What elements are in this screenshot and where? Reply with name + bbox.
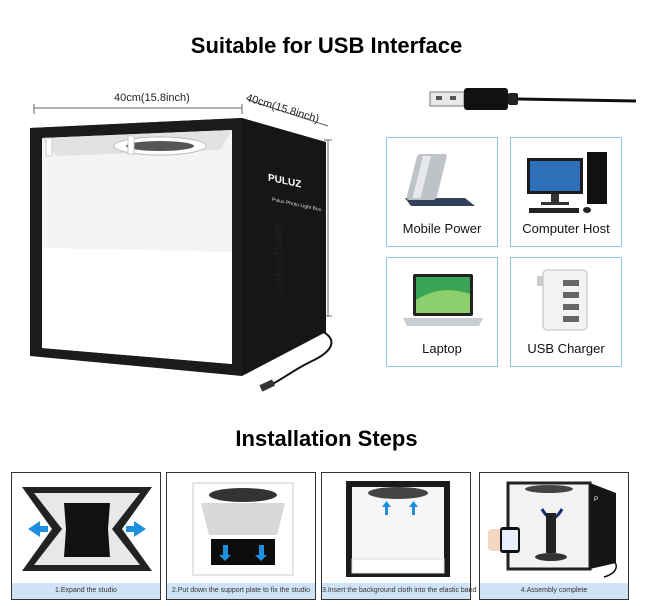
background-cloth-image <box>346 481 450 577</box>
power-bank-icon <box>405 154 475 206</box>
device-card-mobile-power: Mobile Power <box>386 137 498 247</box>
device-card-computer-host: Computer Host <box>510 137 622 247</box>
device-card-usb-charger: USB Charger <box>510 257 622 367</box>
lightbox-illustration: 40cm(15.8inch) 40cm(15.8inch) 40cm(15.8i… <box>20 80 360 400</box>
step-2: 2.Put down the support plate to fix the … <box>166 472 316 600</box>
laptop-icon <box>403 274 483 326</box>
step-caption: 4.Assembly complete <box>480 583 628 599</box>
height-dimension: 40cm(15.8inch) <box>272 220 284 296</box>
usb-plug-icon <box>429 88 637 110</box>
device-label: Mobile Power <box>402 221 482 236</box>
support-plate-image <box>192 482 294 576</box>
steps-title: Installation Steps <box>235 426 418 451</box>
step-1: 1.Expand the studio <box>11 472 161 600</box>
step-3: 3.Insert the background cloth into the e… <box>321 472 477 600</box>
usb-title: Suitable for USB Interface <box>190 33 463 58</box>
usb-cable <box>420 84 640 114</box>
step-4: P 4.Assembly complete <box>479 472 629 600</box>
brand-logo-small: P <box>594 497 598 503</box>
device-card-laptop: Laptop <box>386 257 498 367</box>
width-dimension: 40cm(15.8inch) <box>114 92 190 104</box>
assembly-complete-image: P <box>488 481 617 578</box>
expand-studio-image <box>22 487 152 571</box>
device-label: Laptop <box>422 341 462 356</box>
step-caption: 2.Put down the support plate to fix the … <box>167 583 315 599</box>
device-label: USB Charger <box>527 341 605 356</box>
desktop-computer-icon <box>527 152 607 213</box>
step-caption: 3.Insert the background cloth into the e… <box>322 583 477 599</box>
device-label: Computer Host <box>522 221 610 236</box>
lightbox-drawing <box>30 99 333 392</box>
usb-charger-icon <box>537 269 588 331</box>
step-caption: 1.Expand the studio <box>12 583 160 599</box>
